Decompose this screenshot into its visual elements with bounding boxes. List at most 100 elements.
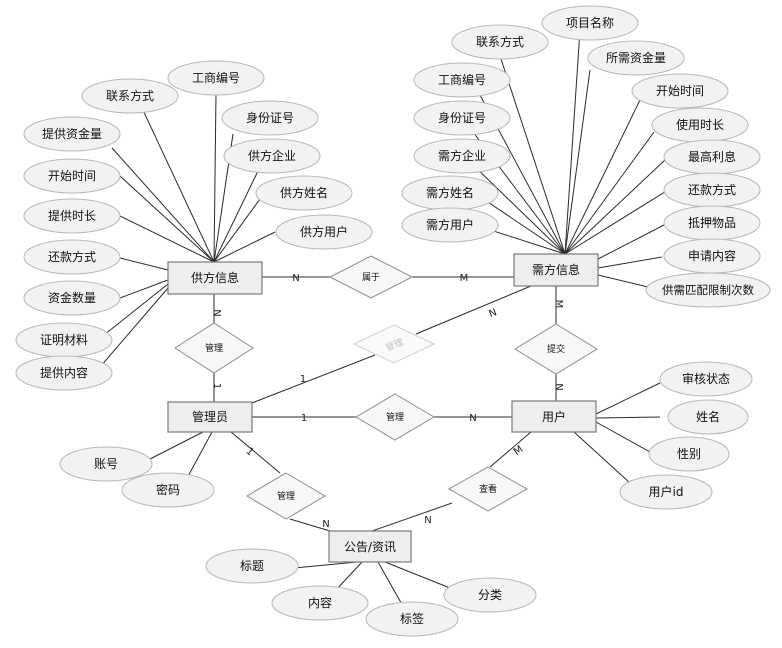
rel-belongs[interactable]: 属于 bbox=[328, 255, 414, 299]
svg-text:属于: 属于 bbox=[362, 272, 380, 283]
attr-supplier-offered-funds[interactable]: 提供资金量 bbox=[23, 116, 121, 152]
svg-text:供方姓名: 供方姓名 bbox=[280, 185, 328, 200]
attr-supplier-offer-duration[interactable]: 提供时长 bbox=[23, 198, 121, 234]
svg-text:标签: 标签 bbox=[400, 611, 424, 626]
svg-text:需方信息: 需方信息 bbox=[532, 262, 580, 277]
relationships: 属于 管理 管理 提交 管理 管理 查看 bbox=[174, 255, 598, 520]
admin-attributes: 账号 密码 bbox=[59, 446, 215, 508]
attr-demand-use-duration[interactable]: 使用时长 bbox=[651, 107, 749, 143]
card-belongs-demand: M bbox=[460, 273, 469, 284]
rel-manage-notice[interactable]: 管理 bbox=[246, 472, 326, 520]
svg-text:供方企业: 供方企业 bbox=[248, 148, 296, 163]
svg-text:查看: 查看 bbox=[479, 483, 497, 495]
attr-admin-password[interactable]: 密码 bbox=[121, 472, 215, 508]
svg-text:姓名: 姓名 bbox=[696, 409, 720, 424]
rel-manage-demand[interactable]: 管理 bbox=[352, 324, 436, 364]
attr-supplier-id-no[interactable]: 身份证号 bbox=[221, 100, 319, 136]
svg-text:供方用户: 供方用户 bbox=[300, 224, 348, 239]
card-notice-manage: N bbox=[322, 519, 329, 530]
attr-notice-content[interactable]: 内容 bbox=[271, 585, 369, 621]
attr-user-name[interactable]: 姓名 bbox=[667, 399, 749, 435]
svg-text:抵押物品: 抵押物品 bbox=[688, 216, 736, 230]
rel-submit[interactable]: 提交 bbox=[514, 323, 598, 375]
entity-demand-info[interactable]: 需方信息 bbox=[513, 253, 599, 287]
entity-admin[interactable]: 管理员 bbox=[167, 401, 253, 433]
svg-text:最高利息: 最高利息 bbox=[688, 149, 736, 164]
svg-text:管理: 管理 bbox=[277, 490, 295, 502]
attr-supplier-contact[interactable]: 联系方式 bbox=[81, 78, 179, 114]
svg-text:身份证号: 身份证号 bbox=[438, 110, 486, 125]
card-admin-manage-demand: 1 bbox=[300, 374, 306, 385]
svg-text:审核状态: 审核状态 bbox=[682, 371, 730, 386]
attr-demand-id-no[interactable]: 身份证号 bbox=[413, 100, 511, 136]
svg-text:工商编号: 工商编号 bbox=[192, 70, 240, 85]
svg-text:用户: 用户 bbox=[542, 409, 566, 424]
svg-text:开始时间: 开始时间 bbox=[656, 84, 704, 98]
attr-notice-title[interactable]: 标题 bbox=[205, 548, 299, 584]
card-admin-manage-user: 1 bbox=[301, 413, 307, 424]
svg-text:提供内容: 提供内容 bbox=[40, 365, 88, 380]
rel-view[interactable]: 查看 bbox=[447, 466, 529, 512]
svg-text:管理: 管理 bbox=[386, 411, 404, 423]
entity-notice[interactable]: 公告/资讯 bbox=[328, 530, 412, 563]
svg-text:内容: 内容 bbox=[308, 595, 332, 610]
attr-demand-start-time[interactable]: 开始时间 bbox=[631, 73, 729, 109]
attr-demand-match-limit[interactable]: 供需匹配限制次数 bbox=[645, 272, 771, 308]
attr-supplier-user[interactable]: 供方用户 bbox=[275, 214, 373, 250]
attr-notice-category[interactable]: 分类 bbox=[443, 577, 537, 613]
attr-supplier-company[interactable]: 供方企业 bbox=[223, 138, 321, 174]
rel-manage-supplier[interactable]: 管理 bbox=[174, 322, 254, 374]
attr-demand-project-name[interactable]: 项目名称 bbox=[541, 5, 639, 41]
svg-text:联系方式: 联系方式 bbox=[106, 88, 154, 103]
svg-text:管理: 管理 bbox=[205, 342, 223, 354]
svg-text:密码: 密码 bbox=[156, 482, 180, 497]
svg-text:账号: 账号 bbox=[94, 457, 118, 471]
attr-supplier-fund-amount[interactable]: 资金数量 bbox=[23, 280, 121, 316]
notice-attributes: 标题 内容 标签 分类 bbox=[205, 548, 537, 637]
attr-user-review-status[interactable]: 审核状态 bbox=[659, 361, 753, 397]
attr-supplier-name[interactable]: 供方姓名 bbox=[255, 175, 353, 211]
svg-text:项目名称: 项目名称 bbox=[566, 15, 614, 30]
svg-text:供方信息: 供方信息 bbox=[191, 270, 239, 285]
svg-text:性别: 性别 bbox=[677, 447, 701, 461]
attr-admin-account[interactable]: 账号 bbox=[59, 446, 153, 482]
attr-demand-repay-method[interactable]: 还款方式 bbox=[663, 172, 761, 208]
card-notice-view: N bbox=[424, 515, 431, 526]
svg-text:证明材料: 证明材料 bbox=[40, 333, 88, 347]
entity-supplier-info[interactable]: 供方信息 bbox=[167, 261, 263, 295]
svg-text:所需资金量: 所需资金量 bbox=[606, 50, 666, 65]
attr-supplier-proof[interactable]: 证明材料 bbox=[15, 322, 113, 358]
entities: 供方信息 需方信息 管理员 用户 公告/资讯 bbox=[167, 253, 599, 563]
attr-demand-user[interactable]: 需方用户 bbox=[401, 207, 499, 243]
attr-demand-business-no[interactable]: 工商编号 bbox=[413, 62, 511, 98]
connector-lines bbox=[99, 29, 669, 609]
svg-text:提供资金量: 提供资金量 bbox=[42, 126, 102, 141]
attr-demand-contact[interactable]: 联系方式 bbox=[451, 24, 549, 60]
attr-supplier-offer-content[interactable]: 提供内容 bbox=[15, 355, 113, 391]
attr-demand-apply-content[interactable]: 申请内容 bbox=[663, 238, 761, 274]
attr-demand-company[interactable]: 需方企业 bbox=[413, 138, 511, 174]
svg-text:申请内容: 申请内容 bbox=[688, 248, 736, 263]
entity-user[interactable]: 用户 bbox=[511, 400, 597, 433]
attr-user-id[interactable]: 用户id bbox=[619, 474, 713, 510]
svg-text:管理员: 管理员 bbox=[192, 409, 228, 424]
card-user-submit: N bbox=[553, 383, 564, 390]
card-belongs-supplier: N bbox=[292, 273, 299, 284]
supplier-attributes: 联系方式 工商编号 提供资金量 身份证号 供方企业 开始时间 供方姓名 提供时 bbox=[15, 60, 373, 391]
attr-supplier-start-time[interactable]: 开始时间 bbox=[23, 158, 121, 194]
svg-text:开始时间: 开始时间 bbox=[48, 169, 96, 183]
rel-manage-user[interactable]: 管理 bbox=[355, 393, 435, 441]
attr-demand-required-funds[interactable]: 所需资金量 bbox=[587, 40, 685, 76]
attr-demand-collateral[interactable]: 抵押物品 bbox=[663, 205, 761, 241]
svg-text:需方用户: 需方用户 bbox=[426, 217, 474, 232]
card-demand-manage: N bbox=[488, 307, 499, 320]
attr-demand-max-interest[interactable]: 最高利息 bbox=[663, 139, 761, 175]
attr-demand-name[interactable]: 需方姓名 bbox=[401, 175, 499, 211]
attr-user-gender[interactable]: 性别 bbox=[648, 436, 730, 472]
attr-notice-tag[interactable]: 标签 bbox=[365, 601, 459, 637]
attr-supplier-business-no[interactable]: 工商编号 bbox=[167, 60, 265, 96]
card-supplier-manage: N bbox=[211, 309, 222, 316]
attr-supplier-repay-method[interactable]: 还款方式 bbox=[23, 239, 121, 275]
svg-text:提交: 提交 bbox=[547, 343, 565, 355]
